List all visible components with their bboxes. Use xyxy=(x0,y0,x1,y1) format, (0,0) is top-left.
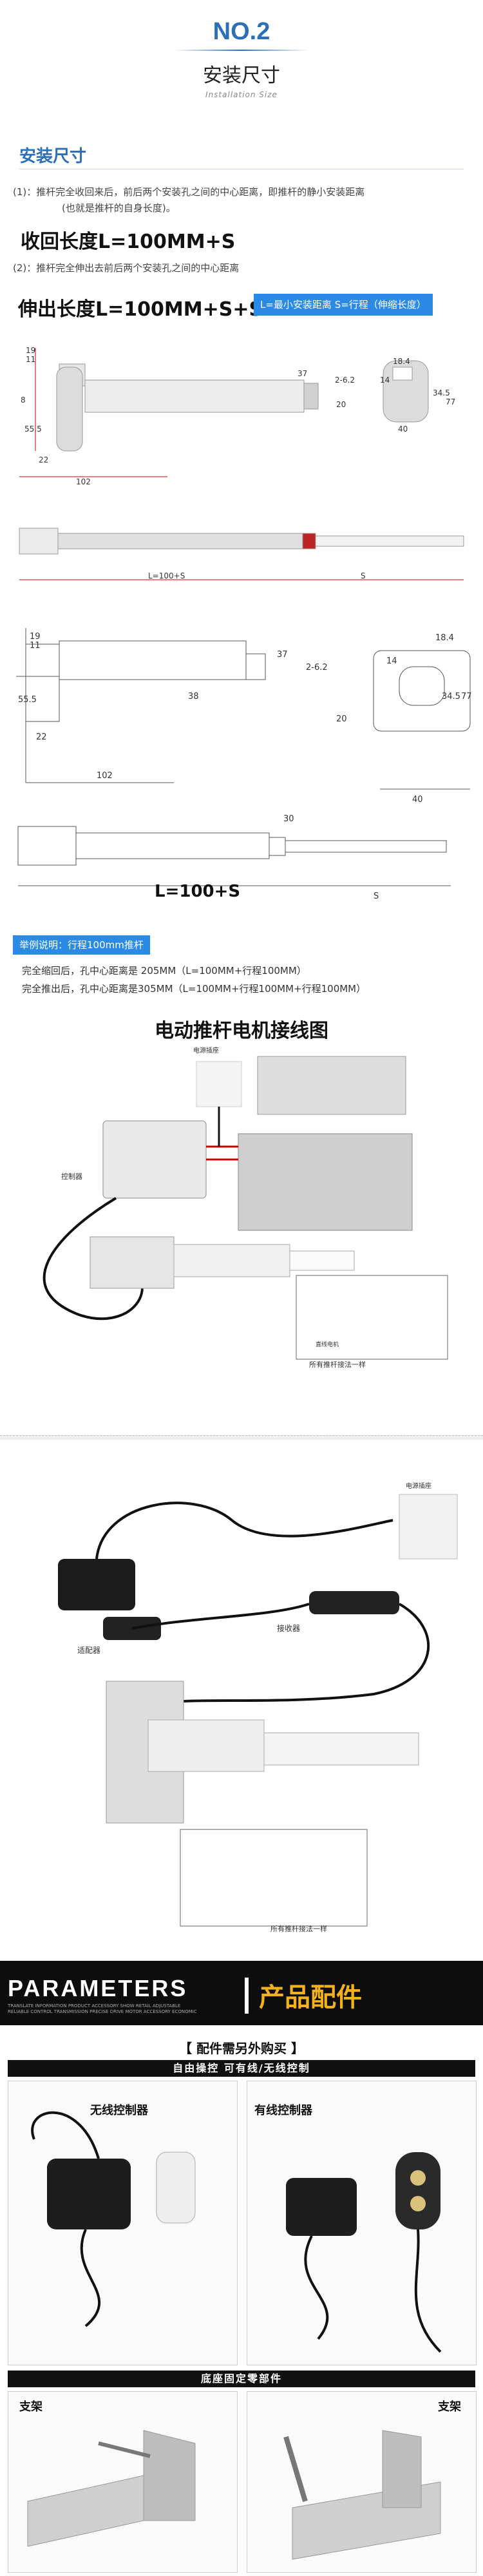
wired-panel xyxy=(247,2081,477,2365)
receiver-label: 接收器 xyxy=(277,1623,300,1633)
wiring-title: 电动推杆电机接线图 xyxy=(155,1020,328,1042)
actuator-photo-side xyxy=(19,528,464,580)
example-line-1: 完全缩回后，孔中心距离是 205MM（L=100MM+行程100MM） xyxy=(22,965,307,977)
wired-controller-label: 有线控制器 xyxy=(254,2104,312,2117)
section-number: NO.2 xyxy=(0,18,483,51)
dim-102: 102 xyxy=(76,477,91,486)
dim-102-b: 102 xyxy=(97,771,113,781)
legend-tag: L=最小安装距离 S=行程（伸缩长度） xyxy=(254,294,433,316)
bracket-left-image xyxy=(27,2430,196,2547)
remote-wiring-diagram: 电源插座 适配器 接收器 所有推杆接法一样 xyxy=(58,1482,458,1933)
dim-14-b: 14 xyxy=(386,656,397,666)
bracket-left-panel xyxy=(8,2391,238,2573)
bracket-right-label: 支架 xyxy=(438,2400,461,2414)
dim-37-b: 37 xyxy=(277,650,288,660)
line-drawing-side xyxy=(17,826,451,886)
line-drawing-front xyxy=(16,628,266,783)
banner-divider xyxy=(245,1978,249,2014)
extended-length-formula: 伸出长度L=100MM+S+S xyxy=(18,298,263,321)
actuator-photo-top xyxy=(19,348,319,477)
section-separator xyxy=(0,1435,483,1440)
dim-22: 22 xyxy=(39,455,48,464)
parameters-banner xyxy=(0,1961,483,2025)
dim-11-b: 11 xyxy=(30,641,41,651)
install-note-1b: (也就是推杆的自身长度)。 xyxy=(62,202,176,214)
dim-55-5: 55.5 xyxy=(24,425,42,434)
dim-34-5: 34.5 xyxy=(433,388,450,397)
page-subtitle: Installation Size xyxy=(205,90,278,99)
dim-77: 77 xyxy=(446,397,455,406)
dim-40: 40 xyxy=(398,425,408,434)
dim-30-b: 30 xyxy=(283,814,294,824)
wiring-caption-1b: 直线电机 xyxy=(316,1340,339,1348)
wireless-controller-label: 无线控制器 xyxy=(90,2104,148,2117)
dim-L-small: L=100+S xyxy=(148,571,185,580)
socket-label: 电源插座 xyxy=(193,1046,219,1054)
dim-2-6-2-b: 2-6.2 xyxy=(306,663,328,673)
control-bar: 自由操控 可有线/无线控制 xyxy=(8,2060,475,2077)
wiring-caption-2: 所有推杆接法一样 xyxy=(270,1924,327,1933)
dim-14: 14 xyxy=(380,376,390,385)
mounting-parts-bar: 底座固定零部件 xyxy=(8,2371,475,2387)
dim-55-5-b: 55.5 xyxy=(18,695,37,705)
dim-11: 11 xyxy=(26,355,35,364)
dim-8: 8 xyxy=(21,396,26,405)
dim-19: 19 xyxy=(26,346,35,355)
adapter-label: 适配器 xyxy=(77,1646,100,1655)
install-note-2: (2)：推杆完全伸出去前后两个安装孔之间的中心距离 xyxy=(13,262,240,274)
dim-20-b: 20 xyxy=(336,714,347,724)
dim-37: 37 xyxy=(298,369,307,378)
controller-label: 控制器 xyxy=(61,1172,82,1181)
dim-34-5-b: 34.5 xyxy=(442,692,460,701)
install-note-1: (1)：推杆完全收回来后，前后两个安装孔之间的中心距离，即推杆的静小安装距离 xyxy=(13,186,365,198)
retracted-length-formula: 收回长度L=100MM+S xyxy=(21,231,236,253)
dim-18-4: 18.4 xyxy=(393,357,410,366)
wireless-panel xyxy=(8,2081,238,2365)
dim-22-b: 22 xyxy=(36,732,47,742)
line-drawing-bracket xyxy=(373,650,471,790)
dim-S-small: S xyxy=(361,571,366,580)
wireless-controller-image xyxy=(31,2111,196,2327)
page-title: 安装尺寸 xyxy=(203,64,280,87)
bracket-left-label: 支架 xyxy=(19,2400,43,2414)
dim-20: 20 xyxy=(336,400,346,409)
dim-2-6-2: 2-6.2 xyxy=(335,376,355,385)
dim-S-b: S xyxy=(374,892,379,901)
wired-controller-image xyxy=(286,2152,442,2353)
dim-40-b: 40 xyxy=(412,795,423,805)
install-section-title: 安装尺寸 xyxy=(19,147,87,166)
parameters-title: PARAMETERS xyxy=(8,1975,188,2001)
dim-38-b: 38 xyxy=(188,692,199,701)
dim-18-4-b: 18.4 xyxy=(435,633,454,643)
plug-label: 电源插座 xyxy=(406,1482,431,1490)
dimension-drawing: 19 11 8 55.5 22 102 37 2-6.2 20 14 18.4 … xyxy=(16,346,472,901)
parameters-subtext: TRANSLATE INFORMATION PRODUCT ACCESSORY … xyxy=(8,2003,197,2014)
accessories-title: 产品配件 xyxy=(259,1983,362,2012)
bracket-right-image xyxy=(283,2430,441,2560)
bracket-right-panel xyxy=(247,2391,477,2573)
dim-77-b: 77 xyxy=(461,692,472,701)
mount-bracket-photo xyxy=(383,360,429,423)
dim-19-b: 19 xyxy=(30,632,41,642)
accessories-note: 【 配件需另外购买 】 xyxy=(179,2041,304,2056)
wiring-caption-1: 所有推杆接法一样 xyxy=(309,1360,366,1369)
dim-L-big: L=100+S xyxy=(155,882,240,901)
example-tag: 举例说明：行程100mm推杆 xyxy=(13,935,150,955)
example-line-2: 完全推出后，孔中心距离是305MM（L=100MM+行程100MM+行程100M… xyxy=(22,983,366,995)
wiring-diagram: 电源插座 控制器 所有推杆接法一样 直线电机 xyxy=(43,1046,448,1369)
